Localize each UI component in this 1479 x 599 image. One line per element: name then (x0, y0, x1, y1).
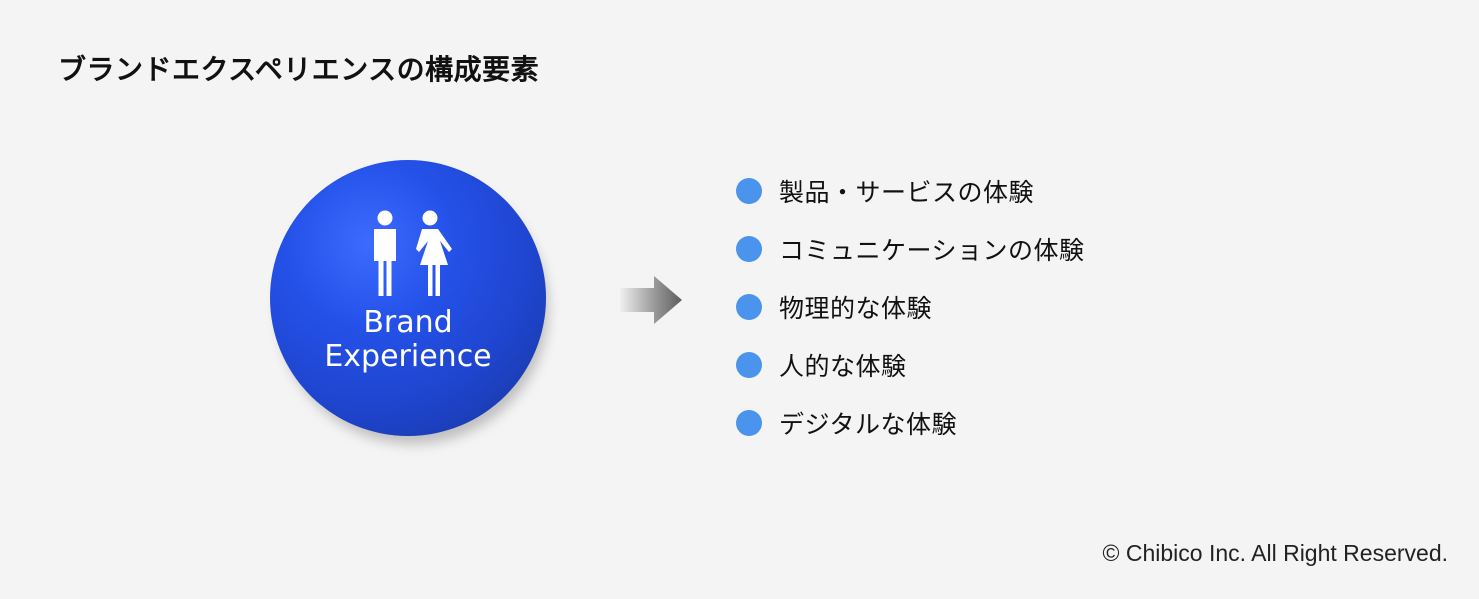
hub-label-line1: Brand (363, 305, 453, 340)
page-title: ブランドエクスペリエンスの構成要素 (58, 53, 540, 86)
bullet-dot-icon (736, 236, 762, 262)
list-item: デジタルな体験 (736, 394, 1085, 452)
list-item-label: コミュニケーションの体験 (779, 236, 1085, 265)
list-item: 人的な体験 (736, 336, 1085, 394)
list-item: 製品・サービスの体験 (736, 162, 1085, 220)
copyright-notice: © Chibico Inc. All Right Reserved. (1102, 540, 1448, 566)
man-woman-icon (374, 210, 452, 296)
bullet-dot-icon (736, 178, 762, 204)
list-item-label: 製品・サービスの体験 (779, 178, 1035, 207)
brand-experience-sphere: Brand Experience (270, 160, 546, 436)
experience-list: 製品・サービスの体験 コミュニケーションの体験 物理的な体験 人的な体験 デジタ… (736, 162, 1085, 452)
bullet-dot-icon (736, 410, 762, 436)
brand-experience-node: Brand Experience (270, 160, 548, 444)
list-item-label: デジタルな体験 (779, 410, 958, 439)
list-item: 物理的な体験 (736, 278, 1085, 336)
hub-label-line2: Experience (324, 339, 492, 374)
bullet-dot-icon (736, 352, 762, 378)
bullet-dot-icon (736, 294, 762, 320)
list-item-label: 人的な体験 (779, 352, 907, 381)
list-item: コミュニケーションの体験 (736, 220, 1085, 278)
list-item-label: 物理的な体験 (779, 294, 933, 323)
right-arrow-icon (620, 276, 682, 324)
